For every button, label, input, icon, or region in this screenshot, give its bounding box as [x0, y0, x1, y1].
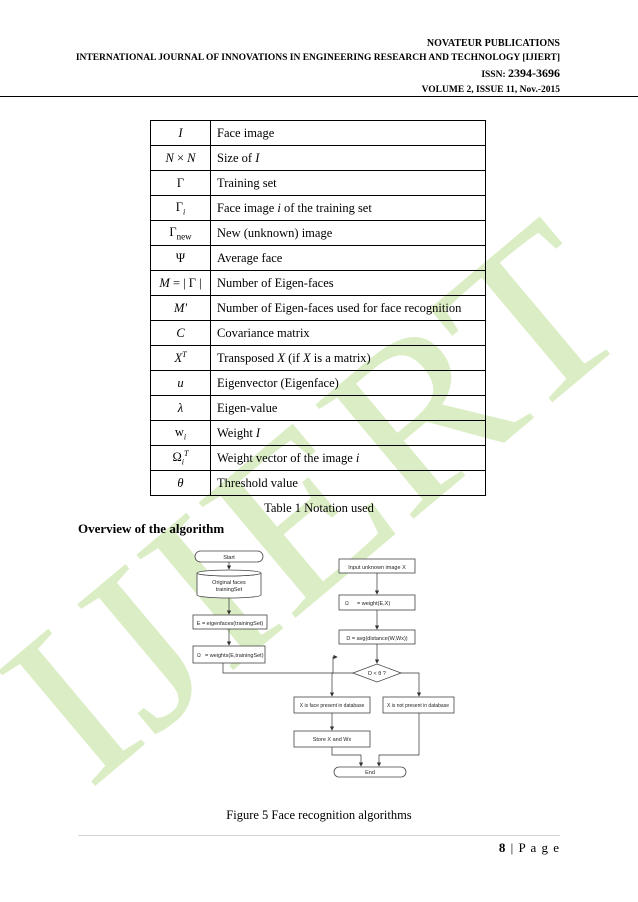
- end-label: End: [365, 770, 375, 776]
- input-unknown-label: Input unknown image X: [348, 565, 406, 571]
- symbol-cell: wi: [150, 420, 211, 446]
- description-cell: Size of I: [210, 145, 486, 171]
- page-separator: |: [506, 840, 519, 855]
- original-faces-label: Original faces: [212, 580, 246, 586]
- weights-box: [192, 645, 266, 664]
- symbol-cell: XT: [150, 345, 211, 371]
- issn: ISSN: 2394-3696: [76, 66, 560, 83]
- figure-caption: Figure 5 Face recognition algorithms: [226, 808, 412, 822]
- flowchart: Start Original faces trainingSet E = eig…: [192, 550, 455, 778]
- table-row: I Face image: [150, 120, 486, 146]
- description-cell: Face image i of the training set: [210, 195, 486, 221]
- issn-label: ISSN:: [481, 70, 508, 80]
- header-rule: [0, 96, 638, 97]
- description-cell: Threshold value: [210, 470, 486, 496]
- page-number: 8 | P a g e: [499, 840, 560, 856]
- symbol-cell: u: [150, 370, 211, 396]
- table-row: M' Number of Eigen-faces used for face r…: [150, 295, 486, 321]
- start-label: Start: [223, 555, 235, 561]
- table-row: θ Threshold value: [150, 470, 486, 496]
- table-row: λ Eigen-value: [150, 395, 486, 421]
- description-cell: Covariance matrix: [210, 320, 486, 346]
- symbol-cell: C: [150, 320, 211, 346]
- issn-number: 2394-3696: [508, 66, 560, 80]
- journal-title: INTERNATIONAL JOURNAL OF INNOVATIONS IN …: [75, 53, 560, 63]
- table-row: XT Transposed X (if X is a matrix): [150, 345, 486, 371]
- distance-label: D = avg(distance(W,Wx)): [346, 636, 407, 642]
- training-set-label: trainingSet: [216, 587, 243, 593]
- table-row: wi Weight I: [150, 420, 486, 446]
- decision-diamond: [351, 663, 403, 683]
- description-cell: Average face: [210, 245, 486, 271]
- description-cell: Training set: [210, 170, 486, 196]
- notation-table: I Face image N × N Size of I Γ Training …: [150, 120, 486, 496]
- symbol-cell: λ: [150, 395, 211, 421]
- page-label: P a g e: [518, 840, 560, 855]
- publisher: NOVATEUR PUBLICATIONS: [426, 38, 560, 49]
- table-row: M = | Γ | Number of Eigen-faces: [150, 270, 486, 296]
- description-cell: Face image: [210, 120, 486, 146]
- weights-label: = weights(E,trainingSet): [205, 653, 264, 659]
- table-row: Γi Face image i of the training set: [150, 195, 486, 221]
- symbol-cell: Ψ: [150, 245, 211, 271]
- eigenfaces-label: E = eigenfaces(trainingSet): [197, 621, 264, 627]
- symbol-cell: Γi: [150, 195, 211, 221]
- table-row: ΩiT Weight vector of the image i: [150, 445, 486, 471]
- table-caption: Table 1 Notation used: [264, 501, 374, 515]
- symbol-cell: θ: [150, 470, 211, 496]
- description-cell: Transposed X (if X is a matrix): [210, 345, 486, 371]
- description-cell: Eigen-value: [210, 395, 486, 421]
- face-present-label: X is face present in database: [300, 703, 365, 709]
- omega-x-symbol: Ω: [345, 601, 349, 607]
- not-present-box: [382, 696, 455, 714]
- table-row: C Covariance matrix: [150, 320, 486, 346]
- store-label: Store X and Wx: [313, 737, 352, 743]
- weight-x-label: = weight(E,X): [357, 601, 390, 607]
- table-row: Γ Training set: [150, 170, 486, 196]
- omega-symbol: Ω: [197, 653, 201, 659]
- journal-header: NOVATEUR PUBLICATIONS INTERNATIONAL JOUR…: [76, 36, 560, 98]
- symbol-cell: I: [150, 120, 211, 146]
- decision-label: D < θ ?: [368, 671, 386, 677]
- symbol-cell: N × N: [150, 145, 211, 171]
- section-title: Overview of the algorithm: [78, 521, 225, 536]
- symbol-cell: ΩiT: [150, 445, 211, 471]
- table-row: u Eigenvector (Eigenface): [150, 370, 486, 396]
- table-row: N × N Size of I: [150, 145, 486, 171]
- page-number-value: 8: [498, 840, 507, 855]
- description-cell: Weight vector of the image i: [210, 445, 486, 471]
- description-cell: New (unknown) image: [210, 220, 486, 246]
- symbol-cell: M': [150, 295, 211, 321]
- table-row: Ψ Average face: [150, 245, 486, 271]
- description-cell: Eigenvector (Eigenface): [210, 370, 486, 396]
- symbol-cell: Γ: [150, 170, 211, 196]
- description-cell: Weight I: [210, 420, 486, 446]
- table-row: Γnew New (unknown) image: [150, 220, 486, 246]
- footer-rule: [78, 835, 560, 836]
- not-present-label: X is not present in database: [387, 703, 449, 709]
- symbol-cell: M = | Γ |: [150, 270, 211, 296]
- symbol-cell: Γnew: [150, 220, 211, 246]
- description-cell: Number of Eigen-faces: [210, 270, 486, 296]
- end-terminal: [333, 766, 407, 778]
- description-cell: Number of Eigen-faces used for face reco…: [210, 295, 486, 321]
- volume-issue: VOLUME 2, ISSUE 11, Nov.-2015: [421, 85, 560, 95]
- eigenfaces-box: [192, 614, 268, 630]
